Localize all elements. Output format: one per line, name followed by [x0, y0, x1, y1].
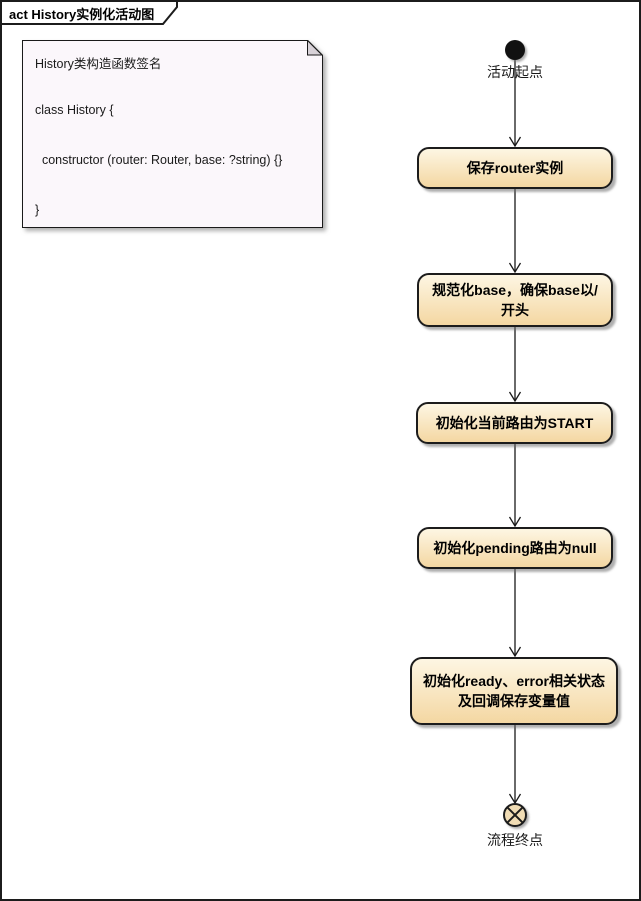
- note-line: History类构造函数签名: [35, 57, 162, 71]
- activity-box: 初始化当前路由为START: [416, 402, 613, 444]
- note-line: }: [35, 203, 40, 217]
- flow-arrow: [508, 725, 522, 805]
- note-line: class History {: [35, 103, 114, 117]
- flow-arrow: [508, 569, 522, 658]
- note-body: History类构造函数签名 class History { construct…: [23, 41, 322, 227]
- activity-box: 保存router实例: [417, 147, 613, 189]
- flow-arrow: [508, 327, 522, 403]
- frame-title-tab: [0, 0, 178, 25]
- start-node-label: 活动起点: [487, 64, 543, 80]
- final-node-label: 流程终点: [487, 832, 543, 848]
- note-fold-corner-icon: [307, 40, 323, 56]
- frame-title: act History实例化活动图: [9, 7, 155, 22]
- activity-box: 规范化base，确保base以/开头: [417, 273, 613, 327]
- flow-arrow: [508, 189, 522, 274]
- final-node: [503, 803, 527, 827]
- activity-box: 初始化ready、error相关状态及回调保存变量值: [410, 657, 618, 725]
- activity-box: 初始化pending路由为null: [417, 527, 613, 569]
- note-line: constructor (router: Router, base: ?stri…: [35, 153, 283, 167]
- start-node: [505, 40, 525, 60]
- flow-arrow: [508, 444, 522, 528]
- note: History类构造函数签名 class History { construct…: [22, 40, 323, 228]
